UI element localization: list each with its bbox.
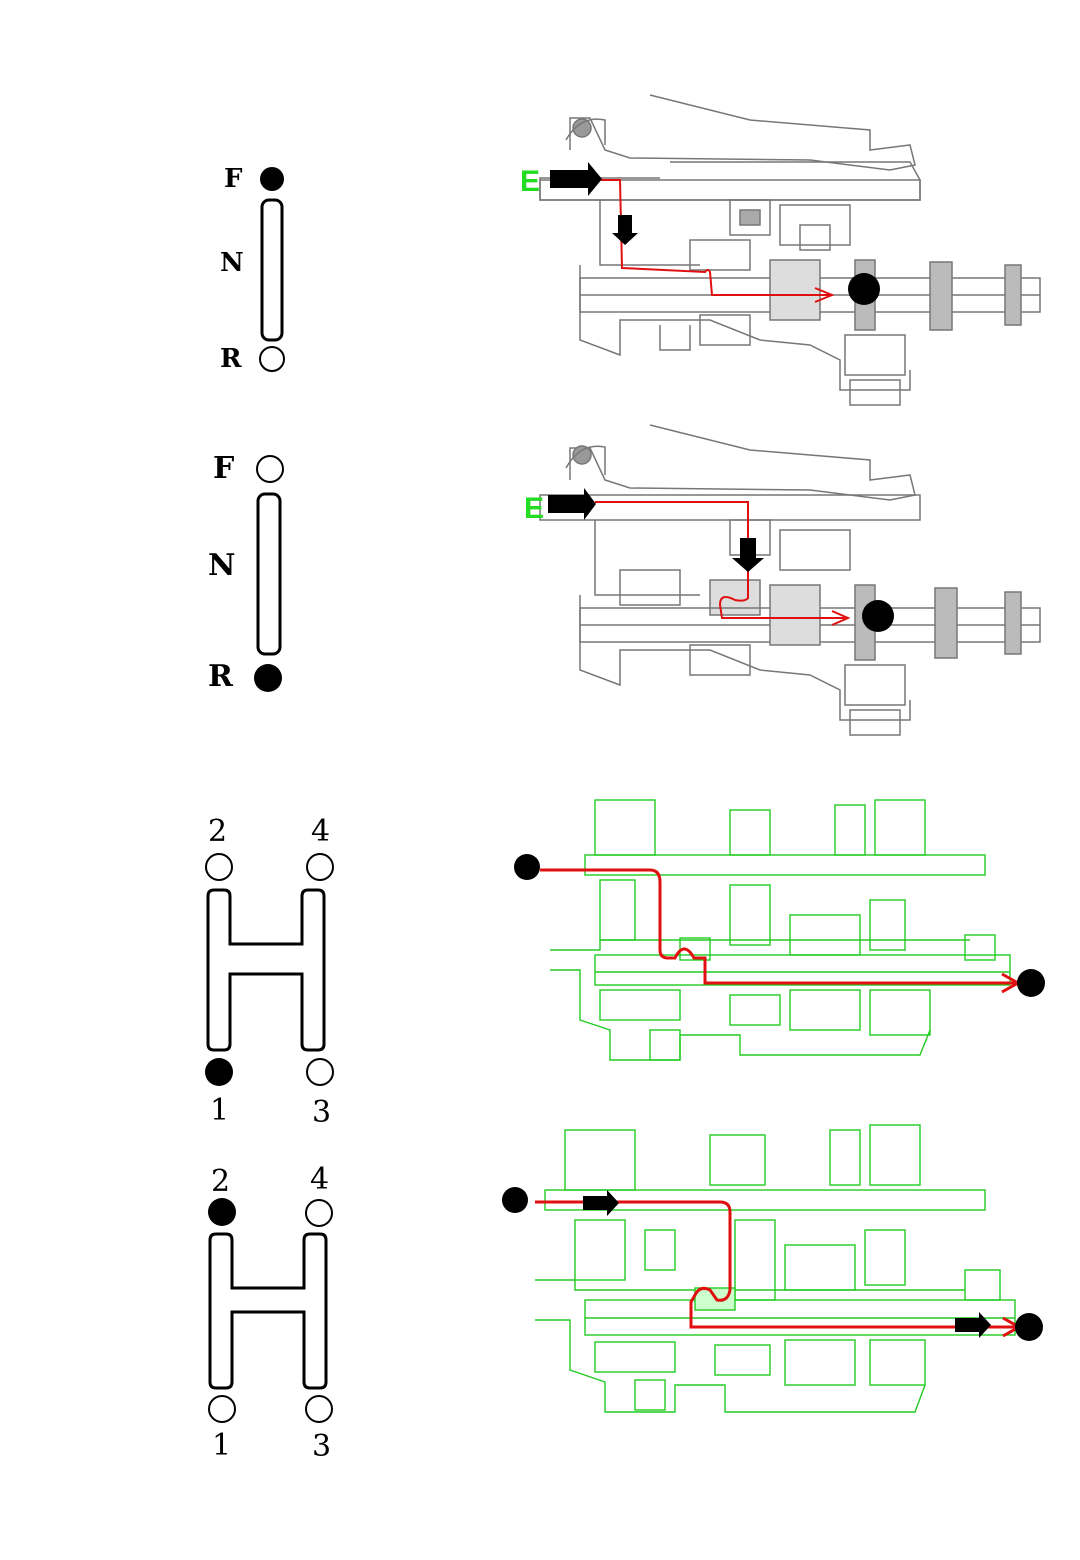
input-label: E [524,492,544,525]
output-arrow-icon [955,1312,991,1338]
position-1-dot-icon [205,1058,233,1086]
transmission-cross-section-drawing [535,1125,1015,1412]
label-f: F [224,164,243,194]
shift-gate-slot [262,200,282,340]
position-f-dot-icon [260,167,284,191]
input-arrow-icon [583,1190,619,1216]
label-3: 3 [312,1095,331,1130]
label-r: R [220,344,242,374]
position-1-dot-icon [209,1396,235,1422]
h-pattern-gate [210,1234,326,1388]
selector-gear-1: 2 4 1 3 [190,800,360,1140]
label-f: F [213,451,234,486]
transfer-arrow-icon [612,215,638,245]
transmission-cross-section-drawing [550,800,1010,1060]
section-gear-1 [500,790,1060,1080]
position-3-dot-icon [307,1059,333,1085]
power-flow-path [535,1202,1019,1336]
selector-fnr-reverse: F N R [200,440,320,710]
label-2: 2 [208,814,227,849]
section-reverse: E [510,420,1050,750]
input-label: E [520,165,540,198]
label-n: N [208,548,235,583]
output-dot-icon [862,600,894,632]
output-dot-icon [1017,969,1045,997]
position-r-dot-icon [254,664,282,692]
input-arrow-icon [548,488,596,520]
output-dot-icon [1015,1313,1043,1341]
label-n: N [220,248,244,278]
label-4: 4 [311,814,330,849]
selector-fnr-forward: F N R [200,150,320,390]
position-4-dot-icon [306,1200,332,1226]
label-2: 2 [211,1164,230,1199]
position-f-dot-icon [257,456,283,482]
shift-gate-slot [258,494,280,654]
label-r: R [208,659,234,694]
position-2-dot-icon [208,1198,236,1226]
transmission-cross-section-drawing [540,425,1040,735]
label-1: 1 [212,1428,231,1463]
power-flow-path [540,870,1018,992]
label-4: 4 [310,1162,329,1197]
transmission-cross-section-drawing [540,95,1040,405]
position-4-dot-icon [307,854,333,880]
section-gear-2 [495,1120,1060,1430]
input-dot-icon [514,854,540,880]
h-pattern-gate [208,890,324,1050]
input-dot-icon [502,1187,528,1213]
position-r-dot-icon [260,347,284,371]
label-1: 1 [210,1093,229,1128]
label-3: 3 [312,1429,331,1464]
position-3-dot-icon [306,1396,332,1422]
output-dot-icon [848,273,880,305]
input-arrow-icon [550,162,602,196]
section-forward: E [510,90,1050,420]
position-2-dot-icon [206,854,232,880]
selector-gear-2: 2 4 1 3 [190,1150,360,1470]
